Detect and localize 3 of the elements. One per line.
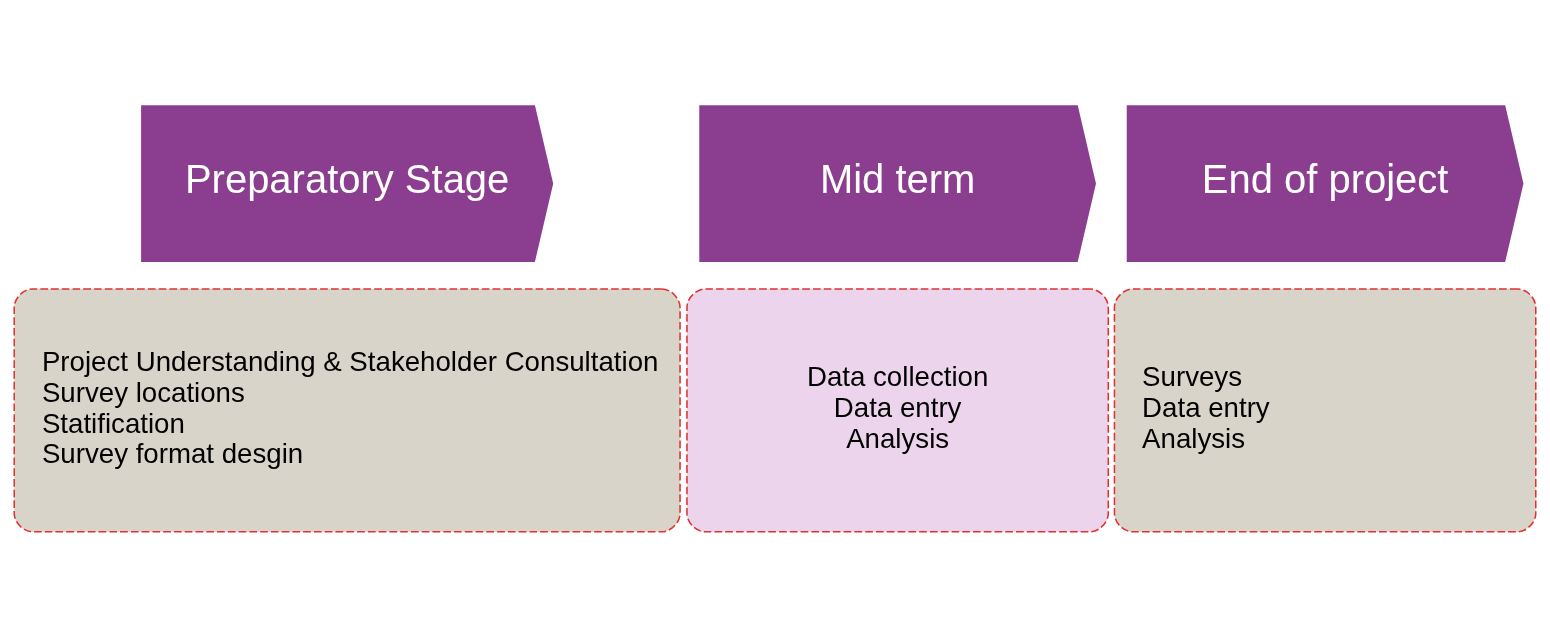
node-box: Data collection Data entry Analysis: [686, 288, 1110, 533]
node-box: Project Understanding & Stakeholder Consultation Survey locations Statification Survey format desgin: [13, 288, 681, 533]
node-box: Surveys Data entry Analysis: [1113, 288, 1537, 533]
